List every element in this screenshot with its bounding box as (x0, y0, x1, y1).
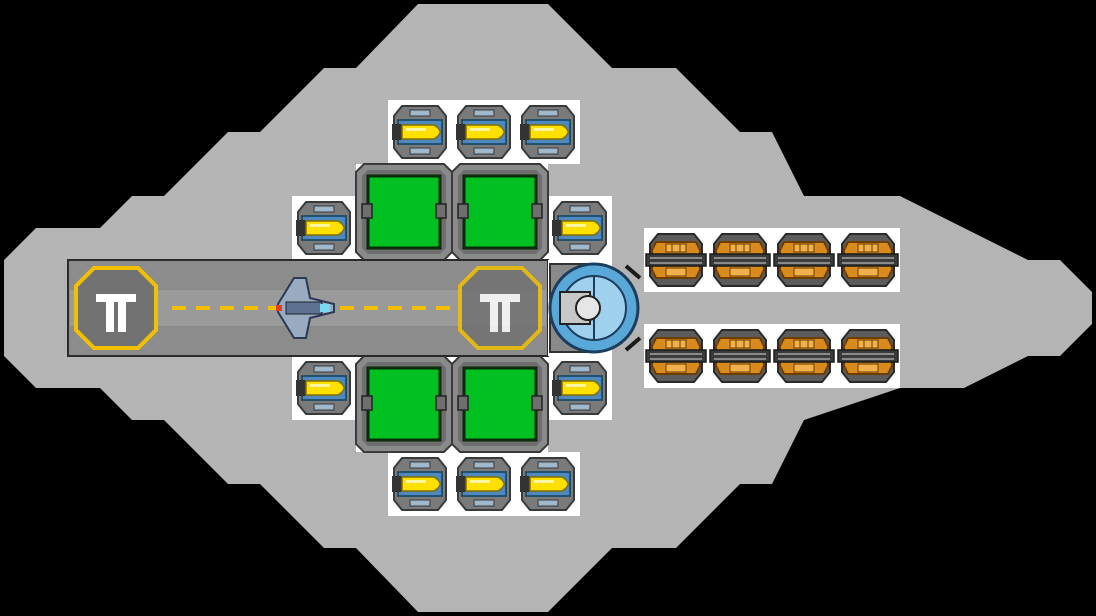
weapon-row-bottom (643, 323, 901, 389)
cannon-icon[interactable] (835, 227, 901, 293)
room-grid (354, 162, 550, 454)
top-thruster-bank (387, 99, 581, 165)
thruster-icon[interactable] (547, 355, 613, 421)
thruster-icon[interactable] (515, 99, 581, 165)
cannon-icon[interactable] (835, 323, 901, 389)
thruster-icon[interactable] (291, 195, 357, 261)
thruster-icon[interactable] (451, 451, 517, 517)
bottom-thruster-bank (387, 451, 581, 517)
hangar-pad-icon[interactable] (74, 266, 158, 350)
cannon-icon[interactable] (771, 323, 837, 389)
cannon-icon[interactable] (771, 227, 837, 293)
hangar-bay (67, 259, 549, 357)
cannon-icon[interactable] (643, 227, 709, 293)
thruster-icon[interactable] (547, 195, 613, 261)
reactor-dome-icon[interactable] (548, 260, 642, 356)
room-bottom-right[interactable] (450, 354, 550, 454)
fighter-ship-icon[interactable] (276, 277, 335, 339)
weapon-row-top (643, 227, 901, 293)
cannon-icon[interactable] (643, 323, 709, 389)
thruster-icon[interactable] (291, 355, 357, 421)
cannon-icon[interactable] (707, 323, 773, 389)
room-top-left[interactable] (354, 162, 454, 262)
thruster-icon[interactable] (387, 99, 453, 165)
thruster-icon[interactable] (387, 451, 453, 517)
hangar-pad-icon[interactable] (458, 266, 542, 350)
thruster-icon[interactable] (451, 99, 517, 165)
room-bottom-left[interactable] (354, 354, 454, 454)
thruster-icon[interactable] (515, 451, 581, 517)
room-top-right[interactable] (450, 162, 550, 262)
cannon-icon[interactable] (707, 227, 773, 293)
